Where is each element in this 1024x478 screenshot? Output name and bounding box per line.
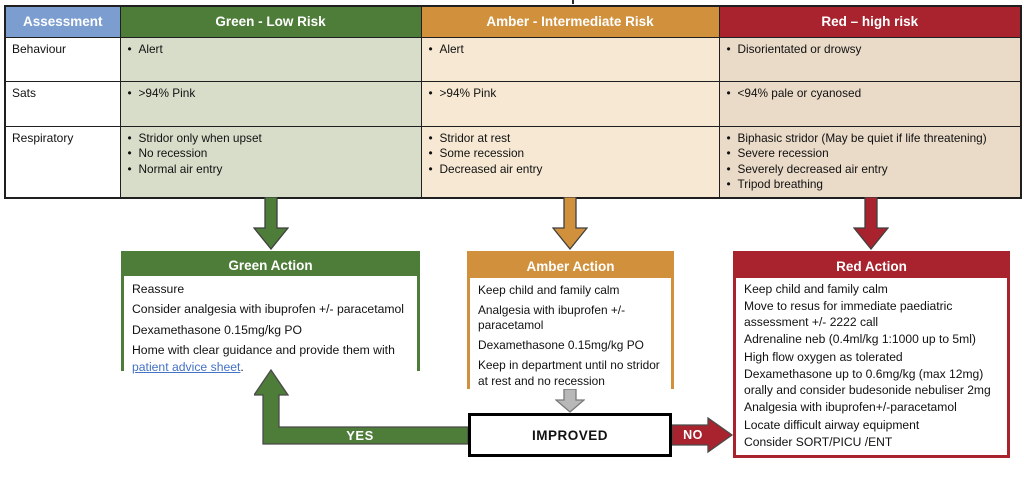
table-header-amber-intermediate-risk: Amber - Intermediate Risk [420,5,720,38]
green-action-home-line: Home with clear guidance and provide the… [132,342,409,377]
bullet-item: Severely decreased air entry [726,162,1017,178]
respiratory-green-cell: Stridor only when upsetNo recessionNorma… [119,125,422,199]
table-row-respiratory: Respiratory Stridor only when upsetNo re… [4,125,1022,199]
bullet-item: Decreased air entry [428,162,715,178]
red-action-line: Locate difficult airway equipment [744,417,920,432]
table-header-assessment: Assessment [4,5,121,38]
row-label-respiratory: Respiratory [4,125,121,199]
improved-box: IMPROVED [468,413,672,457]
green-action-line: Reassure [132,282,185,296]
sats-amber-cell: >94% Pink [420,80,720,127]
bullet-item: Some recession [428,146,715,162]
behaviour-amber-cell: Alert [420,36,720,82]
amber-action-line: Keep child and family calm [478,283,620,297]
red-action-line: Move to resus for immediate paediatric a… [744,299,953,329]
red-action-line: Keep child and family calm [744,282,888,296]
respiratory-amber-cell: Stridor at restSome recessionDecreased a… [420,125,720,199]
behaviour-green-cell: Alert [119,36,422,82]
green-action-line: Consider analgesia with ibuprofen +/- pa… [132,302,405,317]
red-action-line: Adrenaline neb (0.4ml/kg 1:1000 up to 5m… [744,332,976,347]
bullet-item: <94% pale or cyanosed [726,86,1017,102]
amber-down-arrow-icon [552,197,588,250]
bullet-item: >94% Pink [127,86,417,102]
bullet-item: Alert [127,42,417,58]
yes-label: YES [346,428,374,443]
patient-advice-sheet-link[interactable]: patient advice sheet [132,360,241,375]
table-row-behaviour: Behaviour Alert Alert Disorientated or d… [4,36,1022,82]
respiratory-red-cell: Biphasic stridor (May be quiet if life t… [718,125,1022,199]
red-down-arrow-icon [853,197,889,250]
table-row-sats: Sats >94% Pink >94% Pink <94% pale or cy… [4,80,1022,127]
bullet-item: Disorientated or drowsy [726,42,1017,58]
red-action-line: Consider SORT/PICU /ENT [744,435,893,450]
bullet-item: Severe recession [726,146,1017,162]
sats-green-cell: >94% Pink [119,80,422,127]
yes-elbow-arrow-icon [254,368,468,445]
green-action-line: Dexamethasone 0.15mg/kg PO [132,322,303,337]
home-guidance-text: Home with clear guidance and provide the… [132,342,395,357]
table-header-row: Assessment Green - Low Risk Amber - Inte… [4,5,1022,38]
amber-action-line: Dexamethasone 0.15mg/kg PO [478,338,644,353]
sats-red-cell: <94% pale or cyanosed [718,80,1022,127]
green-down-arrow-icon [253,197,289,250]
bullet-item: Biphasic stridor (May be quiet if life t… [726,131,1017,147]
red-action-title: Red Action [736,254,1007,278]
amber-action-line: Analgesia with ibuprofen +/- paracetamol [478,302,626,333]
no-arrow-icon [672,417,734,454]
row-label-sats: Sats [4,80,121,127]
red-action-line: Dexamethasone up to 0.6mg/kg (max 12mg) … [744,367,991,397]
assessment-table: Assessment Green - Low Risk Amber - Inte… [4,5,1022,199]
gray-down-arrow-icon [555,389,585,413]
row-label-behaviour: Behaviour [4,36,121,82]
bullet-item: Normal air entry [127,162,417,178]
no-label: NO [683,427,703,442]
amber-action-title: Amber Action [470,254,671,278]
link-suffix: . [240,360,244,375]
bullet-item: Stridor at rest [428,131,715,147]
bullet-item: Tripod breathing [726,177,1017,193]
table-header-red-high-risk: Red – high risk [718,5,1022,38]
green-action-title: Green Action [124,254,417,276]
behaviour-red-cell: Disorientated or drowsy [718,36,1022,82]
cropped-mark [572,0,574,4]
red-action-line: Analgesia with ibuprofen+/-paracetamol [744,400,957,415]
bullet-item: >94% Pink [428,86,715,102]
amber-action-line: Keep in department until no stridor at r… [478,357,660,388]
table-header-green-low-risk: Green - Low Risk [119,5,422,38]
bullet-item: Stridor only when upset [127,131,417,147]
red-action-line: High flow oxygen as tolerated [744,349,903,364]
bullet-item: Alert [428,42,715,58]
bullet-item: No recession [127,146,417,162]
